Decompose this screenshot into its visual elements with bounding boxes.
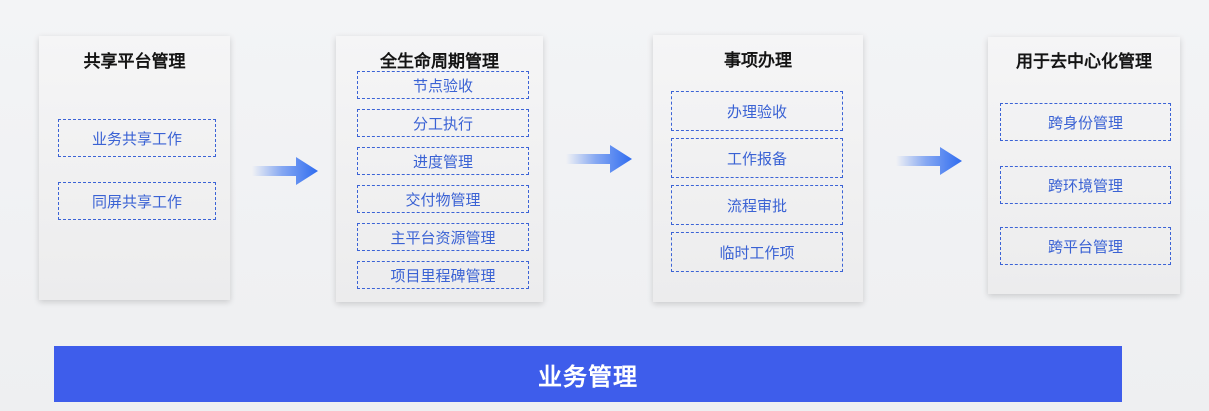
list-item: 跨平台管理 <box>1000 227 1171 265</box>
list-item: 主平台资源管理 <box>357 223 529 251</box>
card-title: 共享平台管理 <box>83 52 186 72</box>
card-title: 用于去中心化管理 <box>1016 52 1152 72</box>
list-item: 进度管理 <box>357 147 529 175</box>
right-arrow-icon <box>566 145 632 173</box>
business-management-bar: 业务管理 <box>54 346 1122 402</box>
list-item: 临时工作项 <box>671 232 843 272</box>
card-decentralized: 用于去中心化管理 跨身份管理 跨环境管理 跨平台管理 <box>988 37 1180 294</box>
card-title: 全生命周期管理 <box>380 52 499 72</box>
list-item: 工作报备 <box>671 138 843 178</box>
card-task-handling: 事项办理 办理验收 工作报备 流程审批 临时工作项 <box>653 35 863 302</box>
bottom-bar-label: 业务管理 <box>538 362 638 391</box>
list-item: 流程审批 <box>671 185 843 225</box>
card-shared-platform: 共享平台管理 业务共享工作 同屏共享工作 <box>39 36 230 300</box>
right-arrow-icon <box>252 157 318 185</box>
list-item: 节点验收 <box>357 71 529 99</box>
list-item: 同屏共享工作 <box>58 182 216 220</box>
list-item: 跨环境管理 <box>1000 166 1171 204</box>
right-arrow-icon <box>896 147 962 175</box>
list-item: 交付物管理 <box>357 185 529 213</box>
card-title: 事项办理 <box>724 51 792 71</box>
list-item: 项目里程碑管理 <box>357 261 529 289</box>
list-item: 办理验收 <box>671 91 843 131</box>
list-item: 跨身份管理 <box>1000 103 1171 141</box>
list-item: 分工执行 <box>357 109 529 137</box>
card-lifecycle: 全生命周期管理 节点验收 分工执行 进度管理 交付物管理 主平台资源管理 项目里… <box>336 36 543 302</box>
list-item: 业务共享工作 <box>58 119 216 157</box>
